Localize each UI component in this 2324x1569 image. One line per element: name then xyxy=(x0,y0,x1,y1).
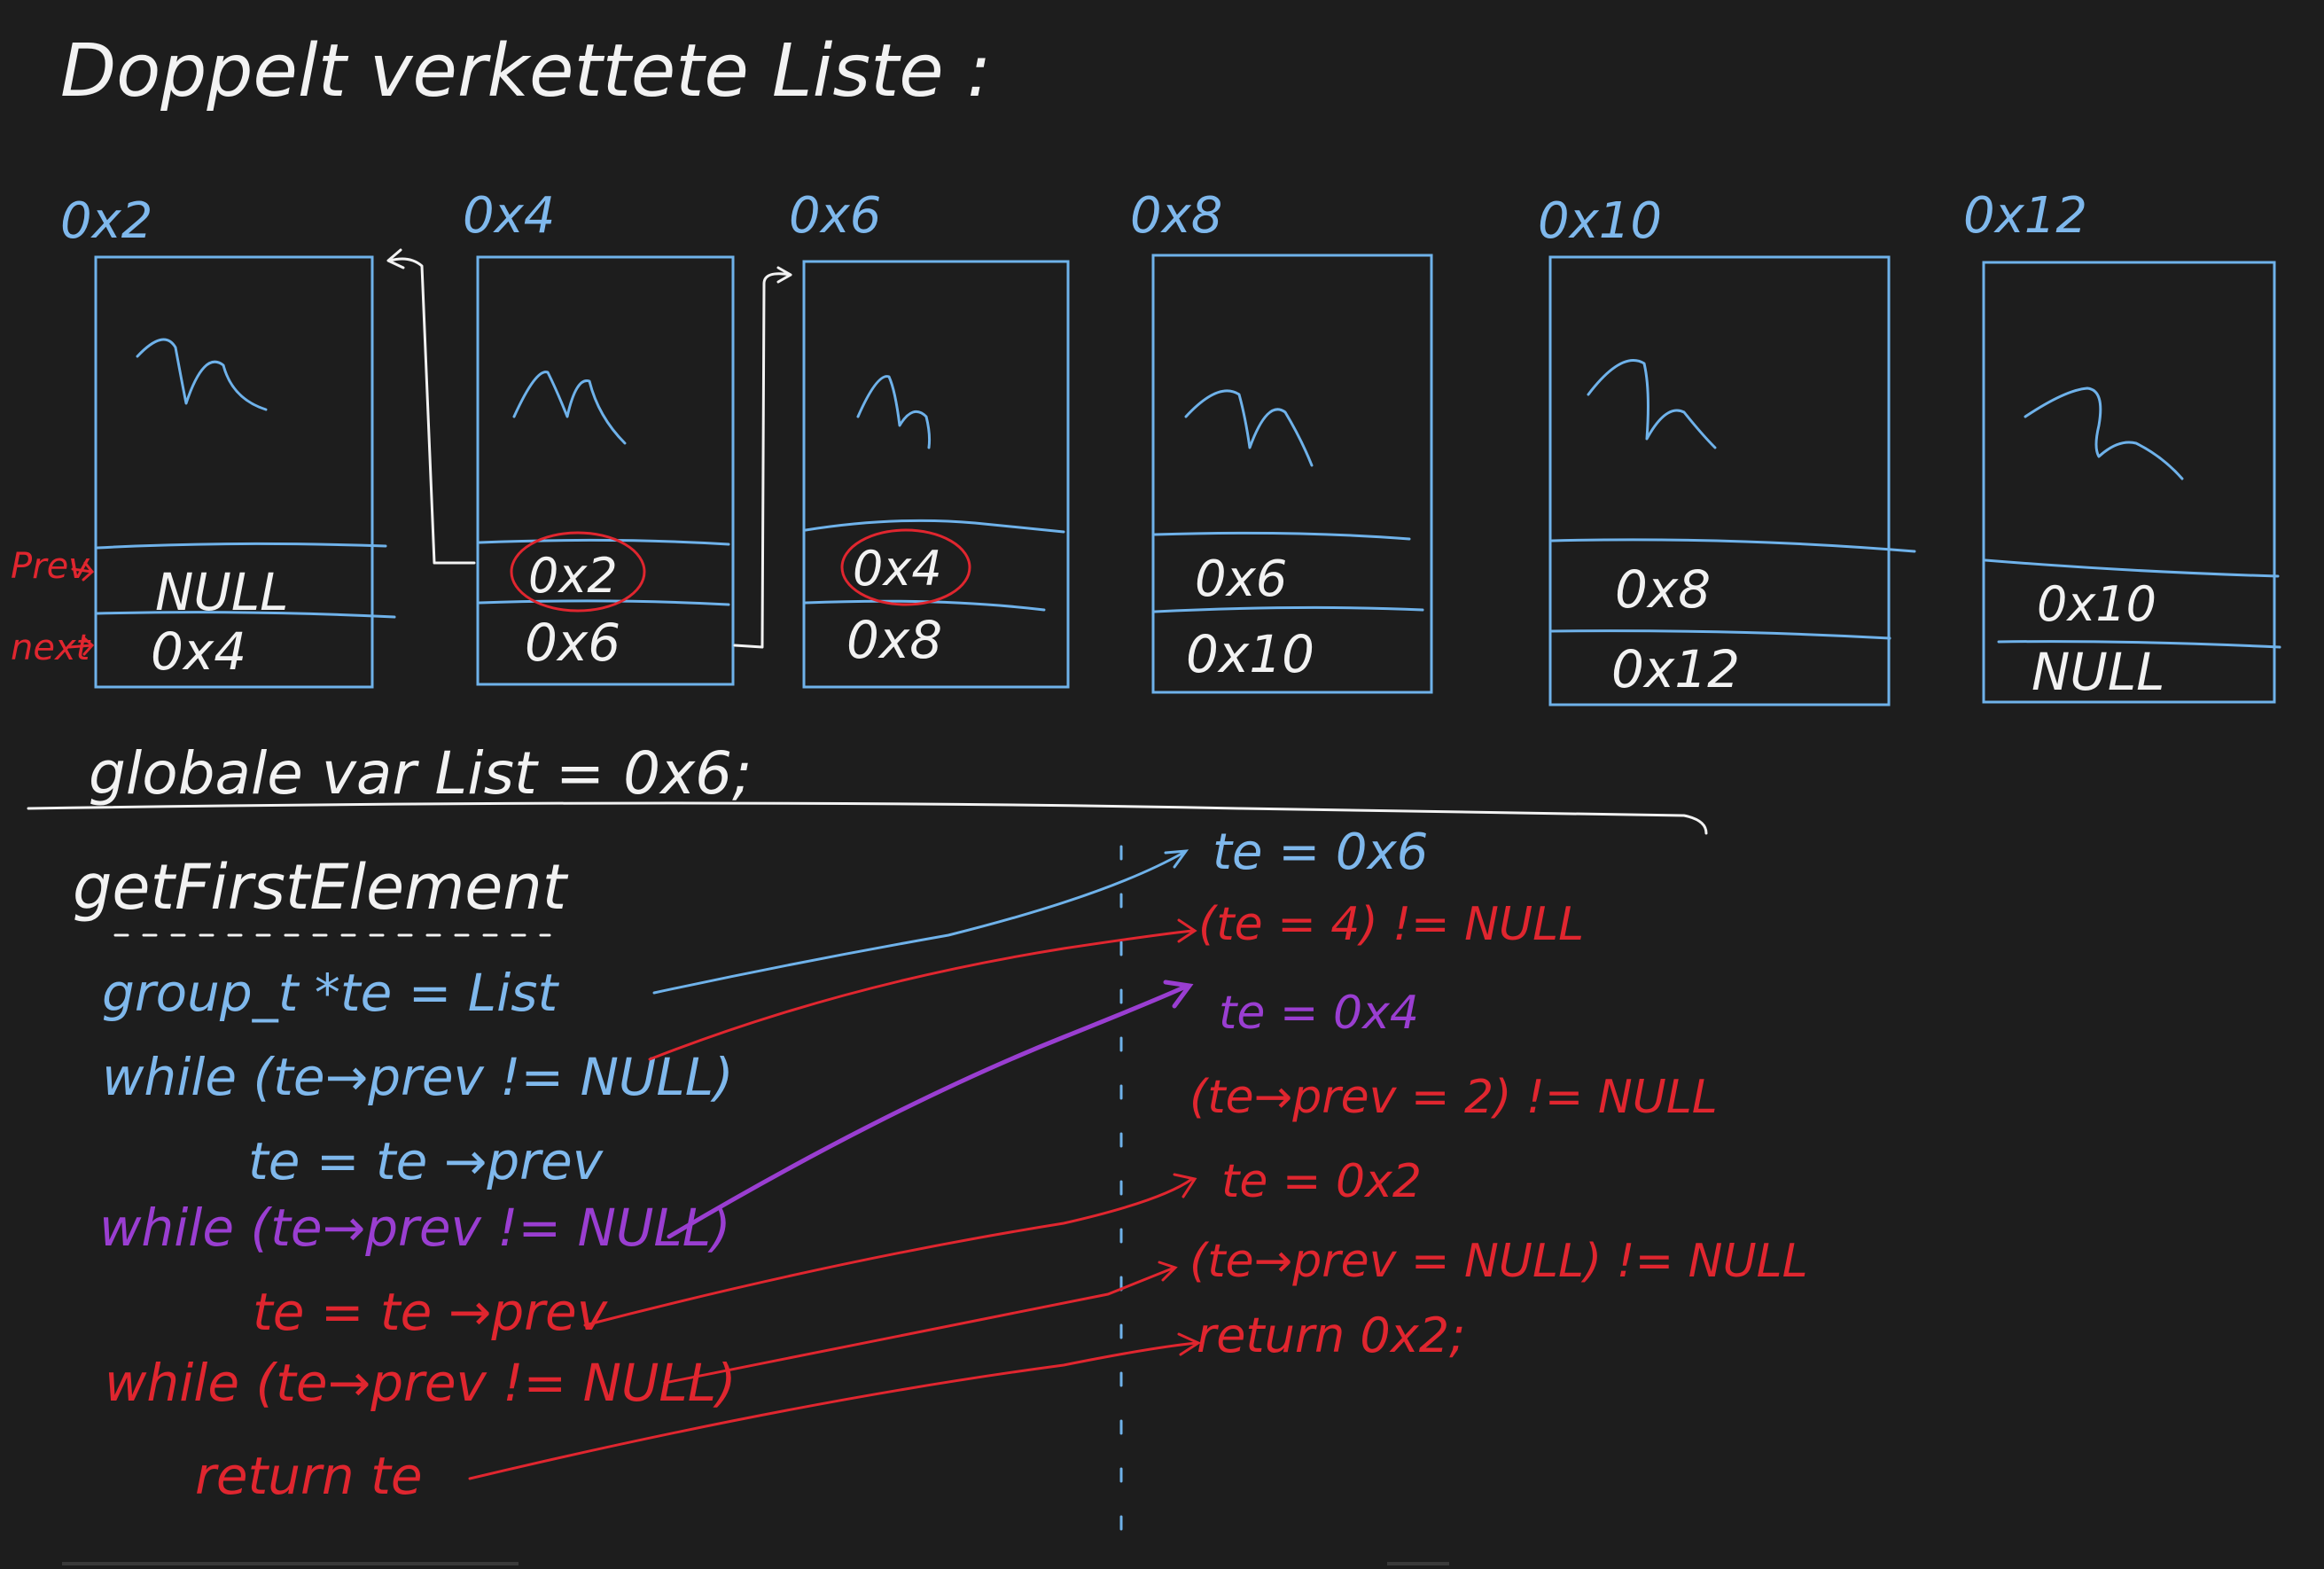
trace-arrow-5 xyxy=(663,1266,1176,1385)
code-line-2: while (te→prev != NULL) xyxy=(102,1047,734,1107)
list-node-5: 0x10 NULL xyxy=(1982,261,2281,704)
trace-arrow-1 xyxy=(652,851,1185,995)
section-divider xyxy=(27,801,1708,835)
node-address-2: 0x6 xyxy=(789,187,881,245)
data-scribble xyxy=(1587,359,1717,449)
prev-pointer-arrow xyxy=(388,257,476,565)
trace-line-7: return 0x2; xyxy=(1197,1308,1465,1363)
diagram-title: Doppelt verkettete Liste : xyxy=(60,29,991,113)
node-prev-5: 0x10 xyxy=(2037,576,2156,632)
trace-arrow-4 xyxy=(583,1177,1194,1327)
data-scribble xyxy=(2024,386,2184,480)
node-address-3: 0x8 xyxy=(1130,187,1222,245)
code-line-1: group_t *te = List xyxy=(102,963,559,1023)
next-pointer-arrow xyxy=(733,272,792,649)
trace-line-1: te = 0x6 xyxy=(1213,824,1428,881)
node-next-1: 0x6 xyxy=(525,613,620,673)
scrollbar-track[interactable] xyxy=(62,1562,519,1565)
trace-arrow-6 xyxy=(468,1341,1198,1480)
node-prev-0: NULL xyxy=(155,562,288,622)
data-scribble xyxy=(1184,389,1314,467)
data-scribble xyxy=(512,371,627,445)
node-address-1: 0x4 xyxy=(463,187,555,245)
trace-line-4: (te→prev = 2) != NULL xyxy=(1189,1071,1718,1124)
global-var-statement: globale var List = 0x6; xyxy=(89,739,752,808)
data-scribble xyxy=(856,375,932,449)
list-node-4: 0x8 0x12 xyxy=(1548,255,1916,706)
list-node-3: 0x6 0x10 xyxy=(1151,254,1433,694)
code-line-7: return te xyxy=(195,1446,423,1506)
trace-arrow-3 xyxy=(667,983,1190,1239)
code-line-5: te = te →prev xyxy=(253,1282,609,1342)
trace-line-2: (te = 4) != NULL xyxy=(1198,898,1584,951)
scrollbar-thumb[interactable] xyxy=(1387,1562,1449,1565)
node-prev-1: 0x2 xyxy=(528,548,618,604)
trace-arrow-2 xyxy=(648,929,1194,1061)
node-address-4: 0x10 xyxy=(1538,192,1662,250)
list-node-0: NULL 0x4 xyxy=(94,255,396,689)
trace-line-3: te = 0x4 xyxy=(1219,987,1419,1040)
next-field-label: next xyxy=(11,628,91,668)
function-name: getFirstElement xyxy=(73,851,569,924)
trace-line-5: te = 0x2 xyxy=(1221,1155,1422,1208)
data-scribble xyxy=(136,338,268,411)
prev-field-label: Prev xyxy=(11,546,90,587)
node-prev-4: 0x8 xyxy=(1615,559,1711,620)
node-next-2: 0x8 xyxy=(846,610,942,670)
node-next-5: NULL xyxy=(2032,642,2164,702)
node-address-0: 0x2 xyxy=(60,192,152,250)
node-next-4: 0x12 xyxy=(1611,639,1740,699)
node-prev-2: 0x4 xyxy=(853,541,942,597)
node-next-3: 0x10 xyxy=(1186,624,1314,684)
code-line-4: while (te→prev != NULL) xyxy=(99,1198,731,1258)
trace-line-6: (te→prev = NULL) != NULL xyxy=(1189,1235,1808,1288)
node-next-0: 0x4 xyxy=(151,621,246,682)
list-node-1: 0x2 0x6 xyxy=(476,255,735,686)
list-node-2: 0x4 0x8 xyxy=(802,260,1070,689)
code-line-3: te = te →prev xyxy=(248,1131,604,1191)
node-prev-3: 0x6 xyxy=(1195,550,1287,608)
code-line-6: while (te→prev != NULL) xyxy=(105,1353,737,1413)
node-address-5: 0x12 xyxy=(1963,187,2087,245)
